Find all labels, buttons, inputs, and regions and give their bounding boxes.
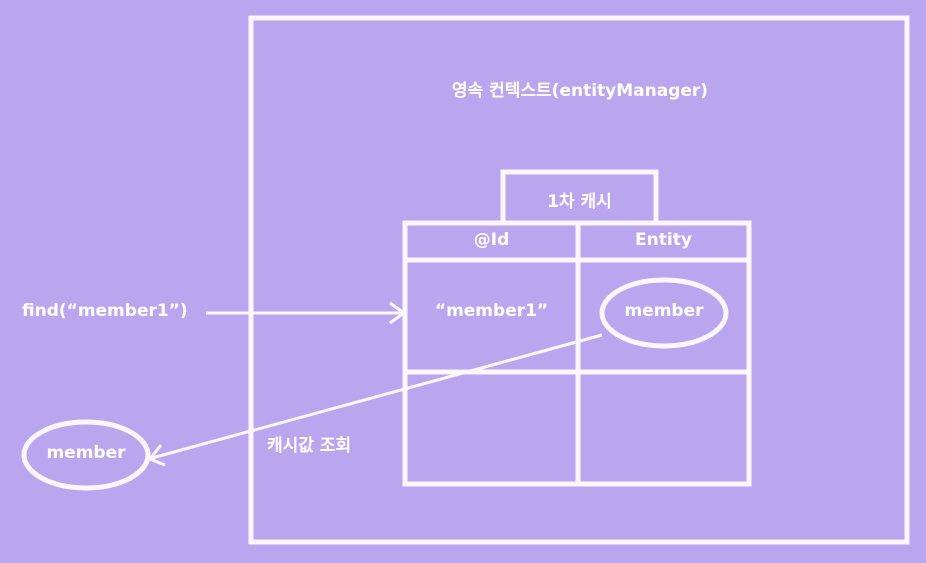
find-call-label: find(“member1”) bbox=[22, 301, 188, 321]
find-arrow bbox=[206, 301, 407, 325]
cache-row-id: “member1” bbox=[434, 301, 549, 321]
context-title: 영속 컨텍스트(entityManager) bbox=[451, 81, 709, 101]
lookup-label: 캐시값 조회 bbox=[267, 436, 352, 456]
header-entity: Entity bbox=[635, 230, 692, 250]
cached-entity-ellipse bbox=[599, 277, 729, 349]
cache-row-entity: member bbox=[624, 301, 704, 321]
cache-title: 1차 캐시 bbox=[547, 192, 612, 212]
result-entity-label: member bbox=[46, 443, 126, 463]
result-entity-ellipse bbox=[21, 419, 151, 491]
persistence-context-box bbox=[248, 15, 910, 545]
header-id: @Id bbox=[473, 230, 510, 250]
lookup-arrow bbox=[147, 333, 603, 467]
